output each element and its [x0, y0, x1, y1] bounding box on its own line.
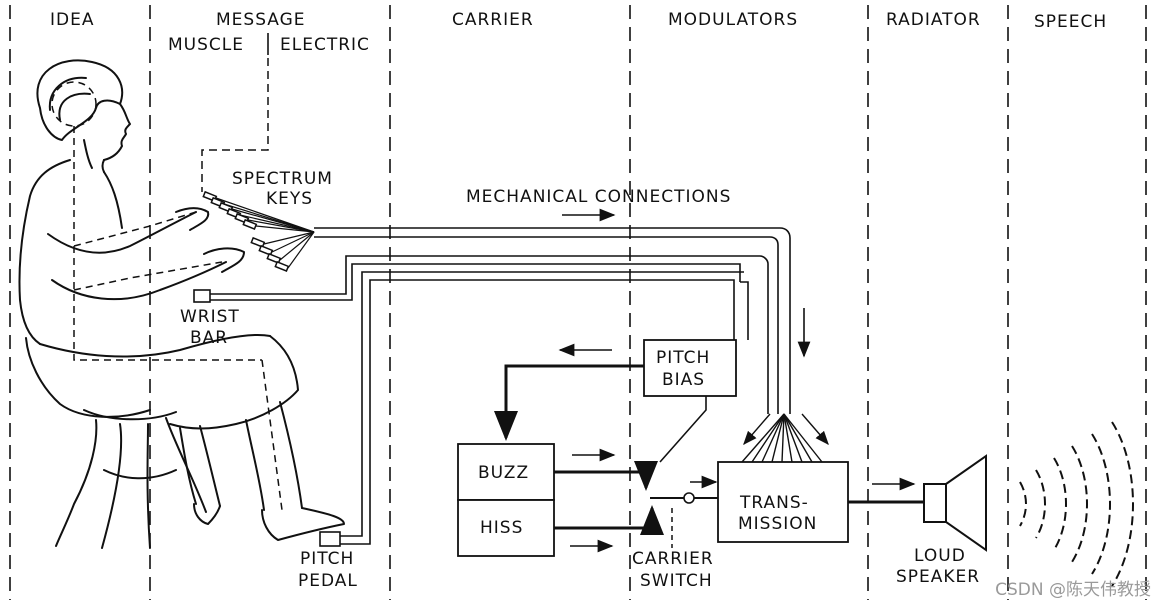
- watermark: CSDN @陈天伟教授: [995, 580, 1151, 600]
- bias-to-buzz-line: [494, 364, 644, 441]
- operator-figure: [18, 59, 345, 549]
- loud-speaker-label-1: LOUD: [914, 546, 966, 566]
- transmission-box: [717, 461, 849, 543]
- hiss-label: HISS: [480, 518, 524, 538]
- column-idea: IDEA: [50, 10, 95, 30]
- buzz-label: BUZZ: [478, 463, 530, 483]
- sound-waves-icon: [1019, 421, 1134, 587]
- pitch-bias-box: [643, 339, 737, 397]
- carrier-switch-label-1: CARRIER: [632, 549, 714, 569]
- loud-speaker-label-2: SPEAKER: [896, 567, 981, 587]
- wrist-bar-label-2: BAR: [190, 328, 229, 348]
- pitch-pedal-label-2: PEDAL: [298, 571, 358, 591]
- column-message: MESSAGE: [216, 10, 306, 30]
- message-muscle: MUSCLE: [168, 35, 244, 55]
- fan-arrow-left: [743, 413, 771, 446]
- mechanical-connections-label: MECHANICAL CONNECTIONS: [466, 187, 732, 207]
- column-speech: SPEECH: [1034, 12, 1108, 32]
- nerve-path: [201, 58, 269, 192]
- column-carrier: CARRIER: [452, 10, 534, 30]
- figure-dashed-lines: [51, 81, 283, 511]
- column-modulators: MODULATORS: [668, 10, 799, 30]
- wrist-bar: [193, 289, 211, 303]
- buzz-box: [457, 443, 555, 501]
- carrier-switch-label-2: SWITCH: [640, 571, 713, 591]
- key-linkage: [215, 197, 315, 269]
- message-electric: ELECTRIC: [280, 35, 370, 55]
- column-radiator: RADIATOR: [886, 10, 981, 30]
- hiss-box: [457, 499, 555, 557]
- pitch-pedal: [319, 531, 341, 547]
- pitch-bias-label-2: BIAS: [662, 370, 706, 390]
- spectrum-keys-label-2: KEYS: [266, 189, 314, 209]
- pitch-bias-label-1: PITCH: [656, 348, 711, 368]
- buzz-to-switch: [554, 461, 658, 491]
- wrist-bar-label-1: WRIST: [180, 307, 240, 327]
- hiss-to-switch: [554, 505, 664, 535]
- loud-speaker-icon: [923, 454, 987, 552]
- transmission-fan: [741, 413, 823, 463]
- transmission-label-2: MISSION: [738, 514, 818, 534]
- fan-arrow-right: [801, 413, 829, 446]
- mechanical-connection-bundle: [208, 227, 791, 545]
- carrier-switch-pivot: [683, 492, 695, 504]
- pitch-pedal-label-1: PITCH: [300, 549, 355, 569]
- transmission-label-1: TRANS-: [740, 493, 809, 513]
- spectrum-keys-label-1: SPECTRUM: [232, 169, 333, 189]
